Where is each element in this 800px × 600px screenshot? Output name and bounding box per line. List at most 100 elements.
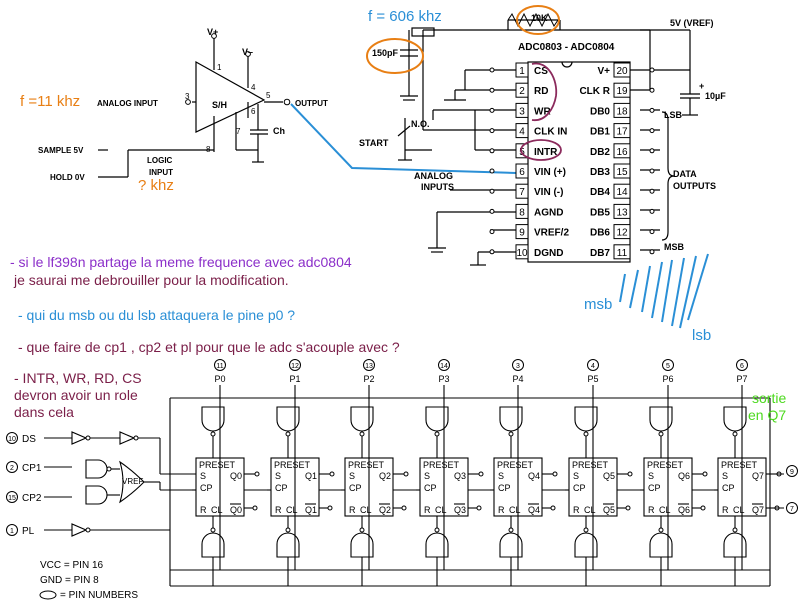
adc-pin-box (515, 203, 529, 219)
sh-pin: 1 (217, 63, 222, 72)
adc-pin-number: 10 (516, 248, 528, 259)
adc-pin-box (613, 244, 631, 260)
adc-pin-name: INTR (534, 147, 558, 158)
parallel-pin-circle (289, 359, 301, 371)
logic-frequency-note: ? khz (138, 177, 174, 194)
adc-pin-box (515, 143, 529, 159)
adc-pin-box (613, 163, 631, 179)
hold-label: HOLD 0V (50, 173, 85, 182)
output-pin-number: 9 (790, 469, 794, 476)
adc-pin-dot (649, 229, 655, 235)
preset-label: PRESET (572, 460, 609, 470)
parallel-pin-number: 14 (440, 363, 448, 370)
adc-pin-number: 19 (616, 86, 628, 97)
r-label: R (200, 505, 207, 515)
q-output-label: Q1 (305, 471, 317, 481)
parallel-pin-circle (662, 359, 674, 371)
adc-pin-dot (489, 107, 495, 113)
adc-pin-name: VREF/2 (534, 228, 569, 239)
adc-pin-dot (489, 208, 495, 214)
output-pin-circle (786, 502, 798, 514)
cl-label: CL (360, 505, 372, 515)
cl-label: CL (733, 505, 745, 515)
logic-label-2: INPUT (149, 168, 173, 177)
s-label: S (648, 471, 654, 481)
s-label: S (275, 471, 281, 481)
question-2: - qui du msb ou du lsb attaquera le pine… (18, 307, 296, 323)
lsb-label: LSB (664, 110, 683, 120)
cs-rd-wr-highlight (531, 62, 558, 121)
parallel-pin-circle (512, 359, 524, 371)
question-3: - que faire de cp1 , cp2 et pl pour que … (18, 339, 400, 355)
cl-label: CL (211, 505, 223, 515)
adc-pin-number: 17 (616, 127, 628, 138)
sample-hold-amplifier (195, 60, 266, 133)
input-pin-label: CP2 (22, 493, 42, 504)
input-pin-label: DS (22, 434, 36, 445)
qbar-output-label: Q7 (752, 505, 764, 515)
adc-pin-box (613, 82, 631, 98)
sh-frequency-note: f =11 khz (20, 93, 81, 110)
question-4-line-2: devron avoir un role (14, 387, 138, 403)
qbar-output-label: Q0 (230, 505, 242, 515)
input-pin-number: 10 (8, 436, 16, 443)
parallel-pin-circle (438, 359, 450, 371)
adc-pin-dot (649, 107, 655, 113)
q-output-label: Q7 (752, 471, 764, 481)
adc-pin-dot (649, 148, 655, 154)
adc-pin-number: 16 (616, 147, 628, 158)
s-label: S (498, 471, 504, 481)
qbar-output-label: Q2 (379, 505, 391, 515)
input-pin-circle (6, 432, 18, 444)
input-pin-number: 1 (10, 528, 14, 535)
adc-pin-name: DB6 (590, 228, 610, 239)
adc-pin-box (613, 183, 631, 199)
cp-label: CP (424, 483, 437, 493)
s-label: S (424, 471, 430, 481)
sortie-note-1: sortie (752, 390, 787, 406)
adc-pin-box (515, 102, 529, 118)
adc-pin-dot (649, 208, 655, 214)
adc-frequency-note: f = 606 khz (368, 8, 442, 25)
sample-hold-circuit (98, 38, 283, 178)
adc-pin-number: 15 (616, 167, 628, 178)
q-output-label: Q3 (454, 471, 466, 481)
adc-pin-number: 12 (616, 228, 628, 239)
adc-pin-number: 13 (616, 207, 628, 218)
capacitor-highlight (366, 38, 424, 74)
cp-label: CP (275, 483, 288, 493)
s-label: S (722, 471, 728, 481)
parallel-input-label: P6 (662, 374, 673, 384)
r-label: R (349, 505, 356, 515)
qbar-output-label: Q4 (528, 505, 540, 515)
adc-pin-number: 14 (616, 187, 628, 198)
adc-pin-dots (489, 67, 655, 255)
vref-gate-label: VREF (122, 477, 143, 486)
adc-pin-box (613, 224, 631, 240)
adc-pin-dot (489, 67, 495, 73)
preset-label: PRESET (423, 460, 460, 470)
input-pin-circle (6, 524, 18, 536)
adc-pin-dot (489, 128, 495, 134)
adc-pin-box (613, 62, 631, 78)
cp-label: CP (200, 483, 213, 493)
output-label: OUTPUT (295, 99, 328, 108)
preset-label: PRESET (647, 460, 684, 470)
parallel-pin-number: 13 (365, 363, 373, 370)
analog-inputs-label-2: INPUTS (421, 182, 454, 192)
parallel-pin-number: 12 (291, 363, 299, 370)
cl-label: CL (286, 505, 298, 515)
preset-label: PRESET (348, 460, 385, 470)
cp-label: CP (498, 483, 511, 493)
parallel-input-label: P1 (289, 374, 300, 384)
resistor-highlight (516, 5, 560, 35)
parallel-pin-circle (214, 359, 226, 371)
parallel-input-label: P2 (363, 374, 374, 384)
sh-pin: 7 (236, 127, 241, 136)
s-label: S (573, 471, 579, 481)
sh-chip-label: S/H (212, 100, 227, 110)
svg-text:+: + (699, 81, 704, 91)
adc-pin-number: 9 (519, 228, 525, 239)
resistor-label: 10K (531, 13, 548, 23)
data-outputs-label-1: DATA (673, 169, 697, 179)
